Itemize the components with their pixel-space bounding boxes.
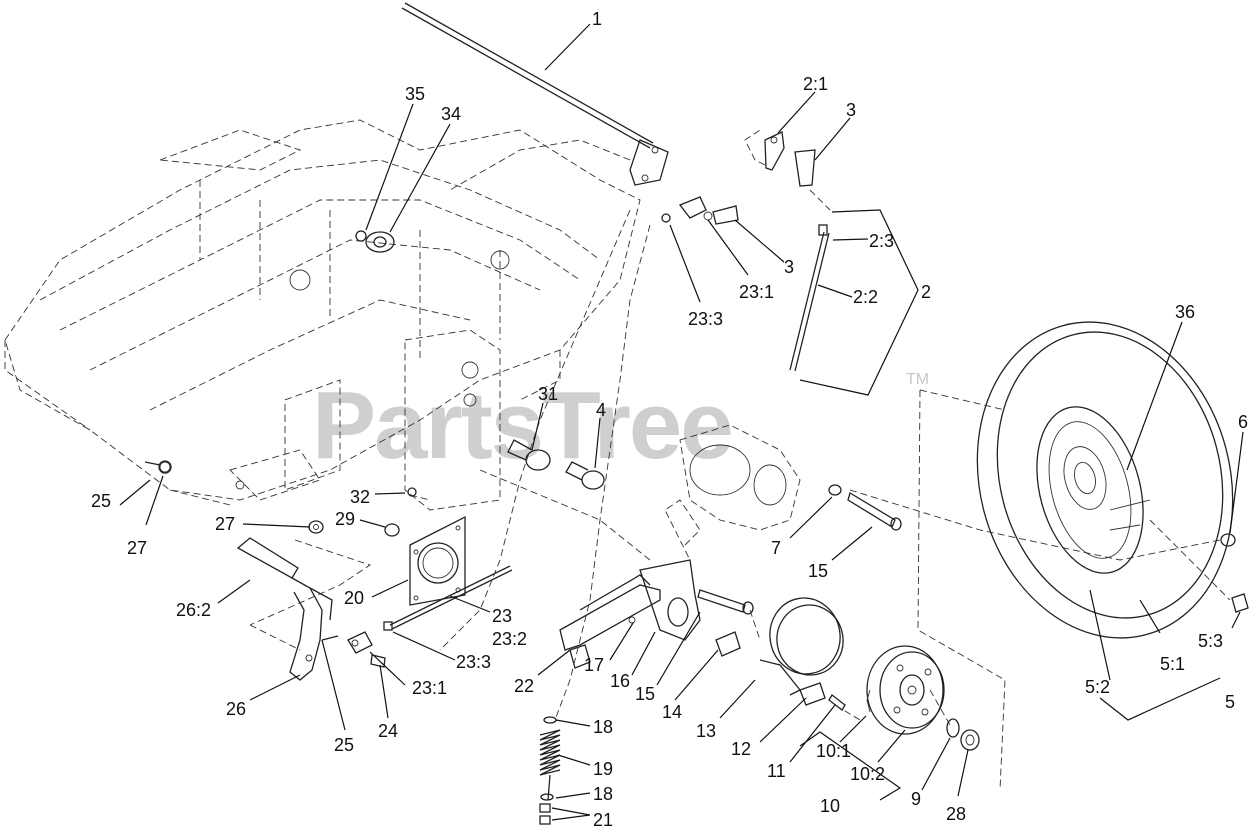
clevis-2-1-3	[764, 131, 816, 187]
brake-band-13	[759, 597, 844, 696]
callout-16: 16	[610, 671, 630, 691]
callout-26-2: 26:2	[176, 600, 211, 620]
callout-19: 19	[593, 759, 613, 779]
callout-23-2: 23:2	[492, 629, 527, 649]
callout-18-low: 18	[593, 784, 613, 804]
callout-28: 28	[946, 804, 966, 824]
callout-15-low: 15	[635, 684, 655, 704]
callout-1: 1	[592, 9, 602, 29]
callout-5-2: 5:2	[1085, 677, 1110, 697]
callout-3-top: 3	[846, 100, 856, 120]
callout-12: 12	[731, 739, 751, 759]
callout-24: 24	[378, 721, 398, 741]
callout-34: 34	[441, 104, 461, 124]
brake-handle-26	[236, 537, 339, 681]
spring-assembly	[539, 716, 561, 825]
callout-25-low: 25	[334, 735, 354, 755]
callout-20: 20	[344, 588, 364, 608]
rod-end-lower	[347, 621, 393, 668]
alignment-lines	[169, 129, 1231, 791]
callout-10-2: 10:2	[850, 764, 885, 784]
callout-23-1-top: 23:1	[739, 282, 774, 302]
plate-20	[409, 515, 466, 606]
frame-assembly	[4, 119, 641, 511]
callout-25-left: 25	[91, 491, 111, 511]
callout-2-1: 2:1	[803, 74, 828, 94]
nut-6-valve-5-3	[1220, 533, 1249, 613]
callout-14: 14	[662, 702, 682, 722]
rod-1	[401, 2, 669, 186]
callout-10: 10	[820, 796, 840, 816]
callout-15-top: 15	[808, 561, 828, 581]
watermark-brand: PartsTree	[312, 372, 732, 479]
callout-2-3: 2:3	[869, 231, 894, 251]
washer-9-nut-28	[946, 718, 980, 751]
rod-2-2	[789, 224, 830, 372]
leader-lines	[119, 23, 1244, 821]
callout-27-left: 27	[127, 538, 147, 558]
callout-7: 7	[771, 538, 781, 558]
callout-17: 17	[584, 655, 604, 675]
hub-drum-10	[866, 645, 945, 735]
hydraulic-motor	[679, 424, 801, 531]
callout-29: 29	[335, 509, 355, 529]
washer-7-bolt-15	[828, 484, 902, 531]
callout-32: 32	[350, 487, 370, 507]
callout-11: 11	[767, 761, 786, 781]
callout-23-3-low: 23:3	[456, 652, 491, 672]
callout-2-2: 2:2	[853, 287, 878, 307]
rod-23	[389, 565, 513, 630]
callout-21: 21	[593, 810, 613, 830]
watermark-trademark: TM	[906, 371, 929, 388]
callout-22: 22	[514, 676, 534, 696]
callout-6: 6	[1238, 412, 1248, 432]
callout-9: 9	[911, 789, 921, 809]
callout-5-1: 5:1	[1160, 654, 1185, 674]
bushings-31-4	[507, 439, 605, 490]
wheel-tire	[976, 321, 1234, 639]
callout-31: 31	[538, 384, 558, 404]
callout-13: 13	[696, 721, 716, 741]
callout-27-mid: 27	[215, 514, 235, 534]
callout-23: 23	[492, 606, 512, 626]
callout-36: 36	[1175, 302, 1195, 322]
flange-bearing-34-35	[355, 230, 395, 253]
callout-2: 2	[921, 282, 931, 302]
bolt-15-lower	[697, 589, 754, 615]
callout-35: 35	[405, 84, 425, 104]
callout-26: 26	[226, 699, 246, 719]
callout-3-mid: 3	[784, 257, 794, 277]
lever-assembly	[559, 559, 701, 669]
callout-4: 4	[596, 400, 606, 420]
callout-5-3: 5:3	[1198, 631, 1223, 651]
callout-23-3-top: 23:3	[688, 309, 723, 329]
rod-end-23-1-cluster	[661, 196, 739, 225]
bracket-12-bolt-11	[799, 682, 846, 711]
callout-18-top: 18	[593, 717, 613, 737]
callout-5: 5	[1225, 692, 1235, 712]
callout-23-1-low: 23:1	[412, 678, 447, 698]
bushing-14	[715, 631, 741, 657]
callout-10-1: 10:1	[816, 741, 851, 761]
callout-labels: 1 2:1 3 35 34 2:3 3 2 23:1 2:2 23:3 36 3…	[91, 9, 1248, 830]
